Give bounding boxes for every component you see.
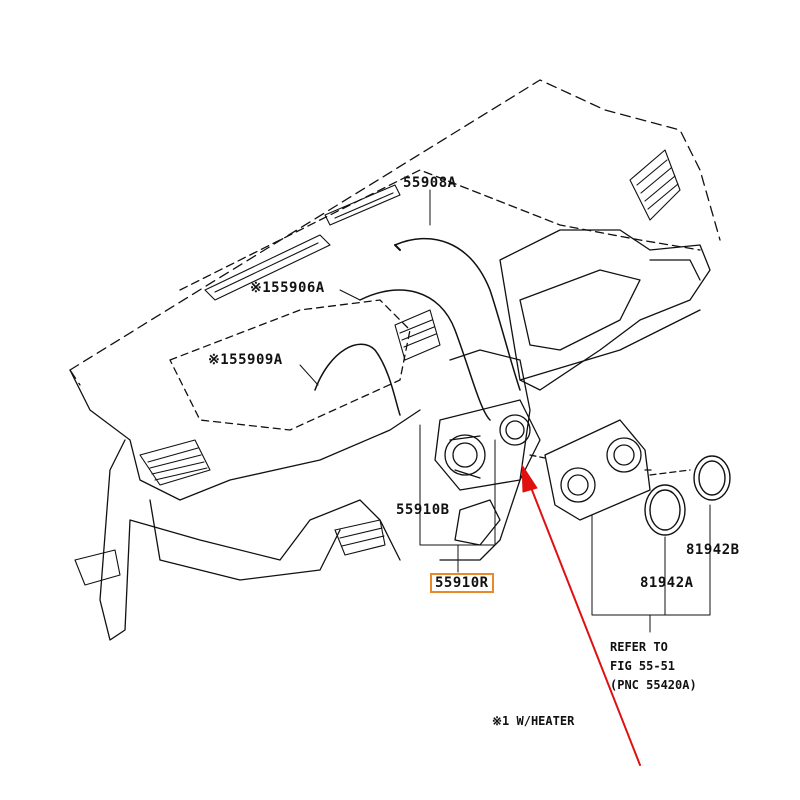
duct-55906a (359, 289, 491, 421)
label-55908a: 55908A (403, 175, 457, 191)
dashboard-center-panel (169, 299, 411, 431)
dashboard-right-inner (519, 269, 641, 351)
footnote-heater: ※1 W/HEATER (492, 714, 575, 728)
refer-line-3: (PNC 55420A) (610, 678, 697, 692)
heater-control-assembly (434, 399, 541, 491)
label-55906a: ※155906A (250, 280, 325, 296)
center-vent (394, 309, 441, 361)
label-81942b: 81942B (686, 542, 740, 558)
dashboard-left-side (69, 369, 421, 501)
duct-55909a (314, 343, 401, 416)
bracket-55908a-tip (394, 244, 401, 251)
label-55910r: 55910R (430, 573, 494, 593)
dashboard-right-section (499, 229, 711, 391)
dashboard-lower-panel (149, 499, 341, 581)
leader-lines (299, 189, 711, 633)
ring-81942a (644, 484, 686, 536)
label-81942a: 81942A (640, 575, 694, 591)
control-panel-exploded (544, 419, 651, 521)
lower-switches (74, 519, 386, 586)
refer-line-2: FIG 55-51 (610, 659, 676, 673)
dashboard-lower-left (99, 439, 401, 641)
label-55909a: ※155909A (208, 352, 283, 368)
ring-81942b (693, 455, 731, 501)
center-column (439, 349, 531, 561)
dashboard-right-lower (519, 259, 701, 381)
center-column-inner (454, 499, 501, 546)
dashboard-crest (179, 169, 701, 291)
dashboard-top-outline (69, 79, 721, 386)
top-vents (204, 184, 401, 301)
left-vent (139, 439, 211, 486)
exploded-dashed-lines (529, 454, 691, 476)
red-pointer-arrow (521, 464, 641, 766)
label-55910b: 55910B (396, 502, 450, 518)
refer-line-1: REFER TO (610, 640, 668, 654)
right-vent (629, 149, 681, 221)
duct-55908a (394, 237, 521, 391)
